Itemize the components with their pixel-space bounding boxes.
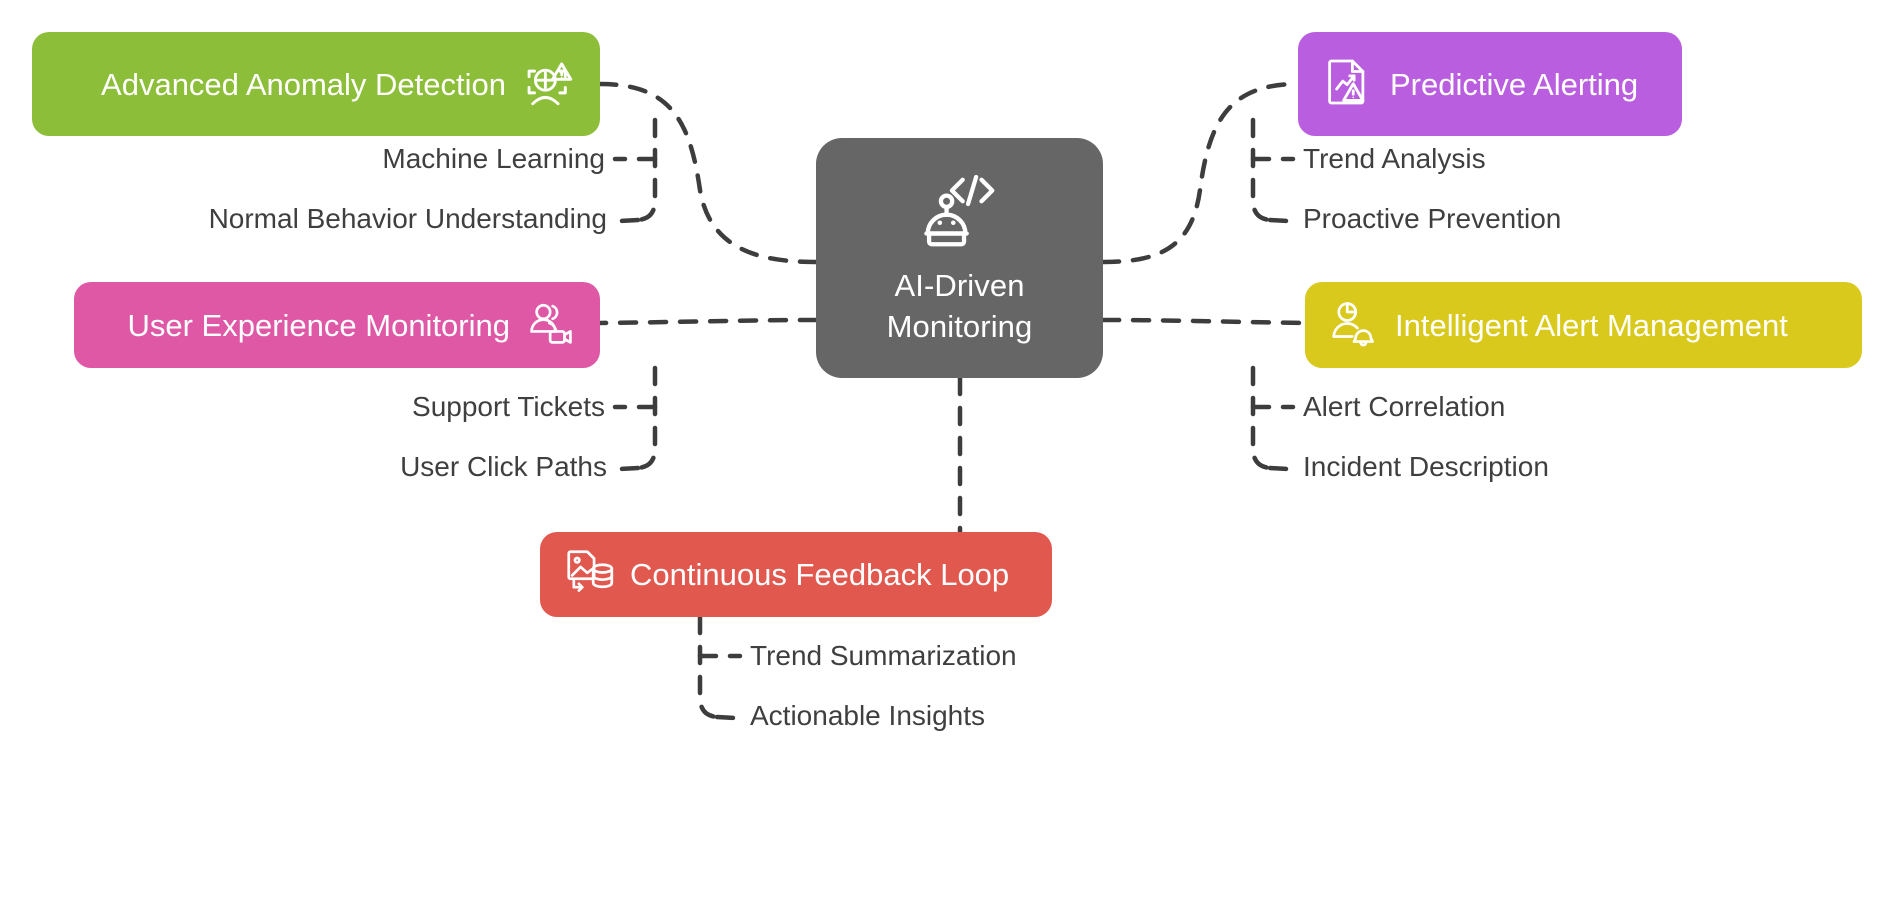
connector-leaf-actionable-insights (714, 714, 738, 721)
connector-leaf-user-click-paths (617, 465, 641, 472)
branch-label-predictive-alerting: Predictive Alerting (1390, 66, 1639, 102)
connector-leaf-incident-description (1267, 465, 1291, 472)
leaf-label-trend-summarization: Trend Summarization (750, 640, 1017, 671)
leaf-actionable-insights: Actionable Insights (750, 702, 985, 730)
ai-robot-code-icon (917, 169, 1003, 260)
leaf-incident-description: Incident Description (1303, 453, 1549, 481)
branch-node-predictive-alerting[interactable]: Predictive Alerting (1298, 32, 1682, 136)
leaf-proactive-prevention: Proactive Prevention (1303, 205, 1561, 233)
branch-label-continuous-feedback-loop: Continuous Feedback Loop (630, 557, 1010, 592)
leaf-label-support-tickets: Support Tickets (412, 391, 605, 422)
leaf-support-tickets: Support Tickets (0, 393, 605, 421)
leaf-label-normal-behavior-understanding: Normal Behavior Understanding (208, 203, 607, 234)
connector-spine-continuous-feedback-loop (697, 614, 720, 720)
connector-spine-user-experience-monitoring (635, 365, 658, 471)
branch-node-intelligent-alert-management[interactable]: Intelligent Alert Management (1305, 282, 1862, 368)
connector-center-to-intelligent-alert-management (1100, 317, 1308, 326)
leaf-alert-correlation: Alert Correlation (1303, 393, 1505, 421)
branch-node-advanced-anomaly-detection[interactable]: Advanced Anomaly Detection (32, 32, 600, 136)
connector-center-to-user-experience-monitoring (597, 317, 819, 326)
branch-node-continuous-feedback-loop[interactable]: Continuous Feedback Loop (540, 532, 1052, 617)
image-database-loop-icon (562, 545, 616, 604)
connector-spine-advanced-anomaly-detection (635, 117, 658, 223)
center-node[interactable]: AI-Driven Monitoring (816, 138, 1103, 378)
leaf-user-click-paths: User Click Paths (0, 453, 607, 481)
leaf-label-machine-learning: Machine Learning (382, 143, 605, 174)
leaf-normal-behavior-understanding: Normal Behavior Understanding (0, 205, 607, 233)
connector-spine-intelligent-alert-management (1250, 365, 1273, 471)
user-piechart-bell-icon (1327, 296, 1381, 355)
leaf-trend-analysis: Trend Analysis (1303, 145, 1486, 173)
leaf-label-trend-analysis: Trend Analysis (1303, 143, 1486, 174)
leaf-trend-summarization: Trend Summarization (750, 642, 1017, 670)
branch-label-advanced-anomaly-detection: Advanced Anomaly Detection (101, 66, 506, 102)
leaf-label-alert-correlation: Alert Correlation (1303, 391, 1506, 422)
connector-leaf-normal-behavior-understanding (617, 217, 641, 224)
connector-spine-predictive-alerting (1250, 117, 1273, 223)
anomaly-scan-warning-icon (520, 53, 578, 116)
leaf-label-incident-description: Incident Description (1303, 451, 1549, 482)
leaf-machine-learning: Machine Learning (0, 145, 605, 173)
branch-label-intelligent-alert-management: Intelligent Alert Management (1395, 307, 1788, 343)
branch-node-user-experience-monitoring[interactable]: User Experience Monitoring (74, 282, 600, 368)
leaf-label-proactive-prevention: Proactive Prevention (1303, 203, 1562, 234)
users-video-icon (524, 296, 578, 355)
branch-label-user-experience-monitoring: User Experience Monitoring (127, 307, 510, 343)
center-node-label: AI-Driven Monitoring (886, 268, 1033, 344)
leaf-label-actionable-insights: Actionable Insights (750, 700, 986, 731)
connector-center-to-advanced-anomaly-detection (597, 81, 819, 265)
connector-center-to-predictive-alerting (1100, 81, 1301, 265)
connector-leaf-proactive-prevention (1267, 217, 1291, 224)
leaf-label-user-click-paths: User Click Paths (400, 451, 607, 482)
document-chart-warning-icon (1320, 54, 1376, 115)
